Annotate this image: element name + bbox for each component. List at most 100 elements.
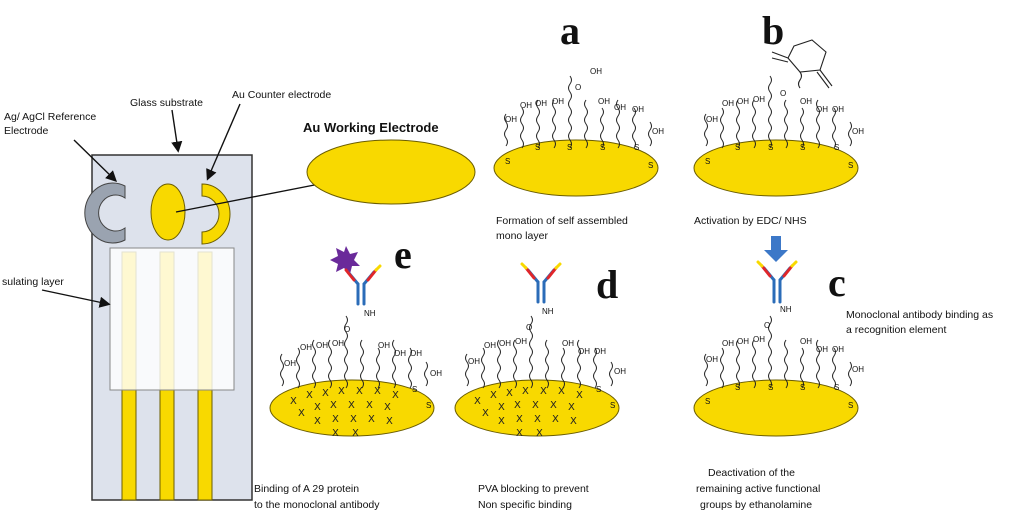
svg-text:OH: OH (552, 97, 564, 106)
svg-text:OH: OH (852, 365, 864, 374)
svg-text:X: X (348, 400, 355, 411)
svg-text:OH: OH (578, 347, 590, 356)
reference-electrode (84, 182, 126, 244)
step-c-bottom-caption-line2: remaining active functional (696, 483, 820, 495)
step-e-letter: e (394, 232, 412, 277)
step-c-caption-line2: a recognition element (846, 324, 946, 336)
svg-text:OH: OH (394, 349, 406, 358)
svg-text:X: X (498, 416, 505, 427)
step-a-electrode (493, 139, 659, 197)
svg-text:X: X (314, 416, 321, 427)
svg-text:S: S (768, 383, 773, 392)
step-a-oh-labels: OH O OH OH OH OH OH OH OH OH (505, 67, 664, 136)
down-arrow (764, 236, 788, 262)
svg-text:X: X (550, 400, 557, 411)
nhs-ester-group (771, 39, 833, 89)
counter-label: Au Counter electrode (232, 89, 331, 101)
step-e-antibody (344, 264, 382, 306)
svg-text:X: X (536, 428, 543, 439)
svg-text:S: S (834, 143, 839, 152)
step-c-bottom-caption-line1: Deactivation of the (708, 467, 795, 479)
svg-text:OH: OH (800, 337, 812, 346)
step-a-caption-line2: mono layer (496, 230, 548, 242)
svg-text:S: S (610, 401, 615, 410)
svg-text:OH: OH (468, 357, 480, 366)
svg-text:X: X (384, 402, 391, 413)
electrode-pointer-arrows (41, 103, 343, 308)
step-d-pva-marks: X X X X X X X X X X X X X X X X X X X X (474, 386, 583, 439)
a29-protein (330, 246, 360, 274)
svg-text:OH: OH (737, 97, 749, 106)
working-electrode-label: Au Working Electrode (303, 120, 439, 135)
svg-text:X: X (522, 386, 529, 397)
svg-text:OH: OH (562, 339, 574, 348)
step-d-labels: NH O OH OH OH OH OH OH OH OH S S (468, 307, 626, 410)
step-e-caption-line1: Binding of A 29 protein (254, 483, 359, 495)
svg-text:S: S (600, 143, 605, 152)
step-e-electrode (269, 379, 435, 437)
svg-text:OH: OH (706, 355, 718, 364)
svg-text:X: X (366, 400, 373, 411)
step-b-letter: b (762, 8, 784, 53)
svg-text:OH: OH (632, 105, 644, 114)
svg-text:O: O (526, 323, 532, 332)
svg-text:X: X (330, 400, 337, 411)
svg-text:OH: OH (300, 343, 312, 352)
svg-text:X: X (306, 390, 313, 401)
svg-text:S: S (800, 143, 805, 152)
svg-text:S: S (848, 161, 853, 170)
svg-text:NH: NH (364, 309, 376, 318)
svg-text:S: S (535, 143, 540, 152)
step-c-bottom-caption-line3: groups by ethanolamine (700, 499, 812, 511)
svg-text:S: S (800, 383, 805, 392)
step-c-monolayer (704, 315, 852, 389)
step-d-caption-line1: PVA blocking to prevent (478, 483, 589, 495)
step-d-electrode (454, 379, 620, 437)
step-b-oh-labels: O OH OH OH OH OH OH OH OH (706, 89, 864, 136)
svg-text:O: O (575, 83, 581, 92)
svg-text:S: S (567, 143, 572, 152)
svg-text:OH: OH (378, 341, 390, 350)
svg-text:S: S (768, 143, 773, 152)
step-b-monolayer (704, 75, 852, 149)
svg-text:OH: OH (722, 339, 734, 348)
svg-text:NH: NH (780, 305, 792, 314)
svg-text:S: S (634, 143, 639, 152)
svg-text:X: X (386, 416, 393, 427)
svg-text:OH: OH (332, 339, 344, 348)
svg-text:O: O (764, 321, 770, 330)
svg-text:X: X (514, 400, 521, 411)
svg-text:OH: OH (316, 341, 328, 350)
svg-text:OH: OH (515, 337, 527, 346)
svg-text:X: X (350, 414, 357, 425)
svg-text:OH: OH (614, 103, 626, 112)
svg-text:S: S (648, 161, 653, 170)
glass-label: Glass substrate (130, 97, 203, 109)
svg-text:X: X (392, 390, 399, 401)
step-c-electrode (693, 379, 859, 437)
svg-text:S: S (596, 385, 601, 394)
svg-text:X: X (322, 388, 329, 399)
svg-text:OH: OH (737, 337, 749, 346)
svg-text:X: X (506, 388, 513, 399)
svg-text:OH: OH (722, 99, 734, 108)
reference-label-line1: Ag/ AgCl Reference (4, 111, 96, 123)
step-a-caption-line1: Formation of self assembled (496, 215, 628, 227)
svg-text:X: X (552, 414, 559, 425)
working-electrode-on-chip (150, 183, 186, 241)
svg-text:X: X (576, 390, 583, 401)
svg-text:OH: OH (590, 67, 602, 76)
svg-text:X: X (558, 386, 565, 397)
svg-text:X: X (368, 414, 375, 425)
svg-text:OH: OH (800, 97, 812, 106)
svg-text:X: X (516, 414, 523, 425)
step-b-sulfur-labels: S S S S S S (705, 143, 853, 170)
svg-text:OH: OH (410, 349, 422, 358)
svg-text:S: S (412, 385, 417, 394)
svg-text:X: X (482, 408, 489, 419)
svg-text:X: X (498, 402, 505, 413)
step-d-caption-line2: Non specific binding (478, 499, 572, 511)
svg-text:OH: OH (484, 341, 496, 350)
svg-text:OH: OH (753, 335, 765, 344)
svg-text:OH: OH (816, 105, 828, 114)
